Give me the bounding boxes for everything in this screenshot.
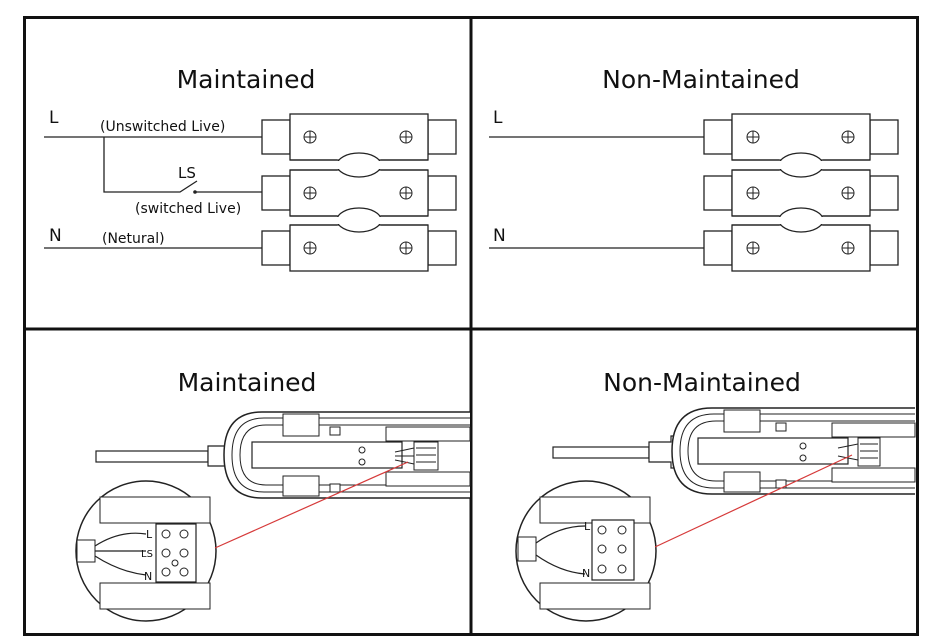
switch-branch-wire (103, 137, 198, 193)
panel-title: Non-Maintained (603, 368, 801, 397)
switched-live-label: (switched Live) (135, 201, 241, 217)
magnifier-inset: L N (515, 480, 657, 622)
terminal-l-label: L (584, 520, 591, 533)
neutral-wire-label: N (493, 226, 506, 246)
terminal-block (703, 113, 899, 161)
terminal-l-label: L (146, 528, 153, 541)
panel-bottom-left: Maintained (75, 368, 471, 622)
terminal-block-stack (703, 113, 899, 272)
panel-title: Maintained (178, 368, 317, 397)
terminal-n-label: N (582, 567, 590, 580)
terminal-block-stack (261, 113, 457, 272)
magnifier-inset: L LS N (75, 480, 217, 622)
luminaire-body (223, 411, 471, 499)
luminaire-body (671, 407, 916, 495)
terminal-block (261, 224, 457, 272)
zoom-leader-line (654, 454, 853, 548)
supply-cable (95, 450, 209, 463)
zoom-leader-line (214, 461, 409, 549)
panel-title: Maintained (177, 65, 316, 94)
panel-bottom-right: Non-Maintained (515, 368, 916, 622)
panel-top-left: Maintained L (Unswitched Live) LS (switc… (44, 65, 457, 272)
supply-cable (552, 446, 650, 459)
neutral-label: (Netural) (102, 231, 165, 247)
live-label: L (49, 108, 59, 128)
ls-label: LS (178, 164, 196, 182)
unswitched-live-label: (Unswitched Live) (100, 119, 225, 135)
terminal-n-label: N (144, 570, 152, 583)
live-label: L (493, 108, 503, 128)
terminal-ls-label: LS (141, 549, 153, 560)
panel-top-right: Non-Maintained L N (489, 65, 899, 272)
neutral-wire-label: N (49, 226, 62, 246)
panel-title: Non-Maintained (602, 65, 800, 94)
terminal-block (703, 224, 899, 272)
